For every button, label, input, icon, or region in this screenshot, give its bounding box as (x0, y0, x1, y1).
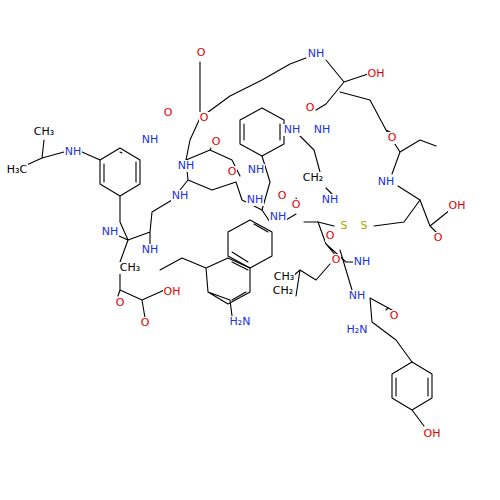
atom-label: OH (163, 286, 182, 298)
atom-label: O (291, 199, 302, 211)
atom-label: O (277, 190, 288, 202)
atom-label: CH₃ (273, 271, 295, 283)
atom-label: NH (307, 48, 326, 60)
atom-label: O (115, 297, 126, 309)
atom-label: NH (141, 244, 160, 256)
atom-label: CH₂ (302, 172, 324, 184)
atom-label: NH (247, 164, 266, 176)
atom-label: NH (313, 124, 332, 136)
atom-label: CH₃ (119, 262, 141, 274)
atom-label: NH (141, 134, 160, 146)
atom-label: S (360, 220, 369, 232)
atom-label: CH₂ (272, 285, 294, 297)
atom-label: NH (246, 194, 265, 206)
atom-label: NH (348, 290, 367, 302)
atom-label: NH (177, 160, 196, 172)
atom-label: H₂N (229, 316, 252, 328)
atom-label: O (387, 132, 398, 144)
atom-label: NH (101, 226, 120, 238)
atom-label: OH (448, 200, 467, 212)
atom-label: O (163, 107, 174, 119)
atom-label: O (196, 47, 207, 59)
atom-label: O (227, 166, 238, 178)
atom-label: NH (283, 124, 302, 136)
atom-label: CH₃ (33, 126, 55, 138)
atom-label: S (340, 220, 349, 232)
atom-label: O (140, 317, 151, 329)
atom-label: NH (377, 176, 396, 188)
atom-label: H₃C (6, 164, 28, 176)
atom-label: NH (171, 190, 190, 202)
atom-label: OH (423, 428, 442, 440)
atom-label: O (331, 254, 342, 266)
atom-label: O (389, 310, 400, 322)
atom-label: NH (64, 146, 83, 158)
atom-label: H₂N (346, 324, 369, 336)
atom-label: NH (353, 256, 372, 268)
atom-label: NH (269, 211, 288, 223)
atom-label: O (199, 112, 210, 124)
atom-label: OH (367, 68, 386, 80)
atom-label: O (325, 230, 336, 242)
atom-label: NH (321, 194, 340, 206)
atom-label: O (211, 136, 222, 148)
atom-label: O (305, 102, 316, 114)
atom-label: O (433, 232, 444, 244)
